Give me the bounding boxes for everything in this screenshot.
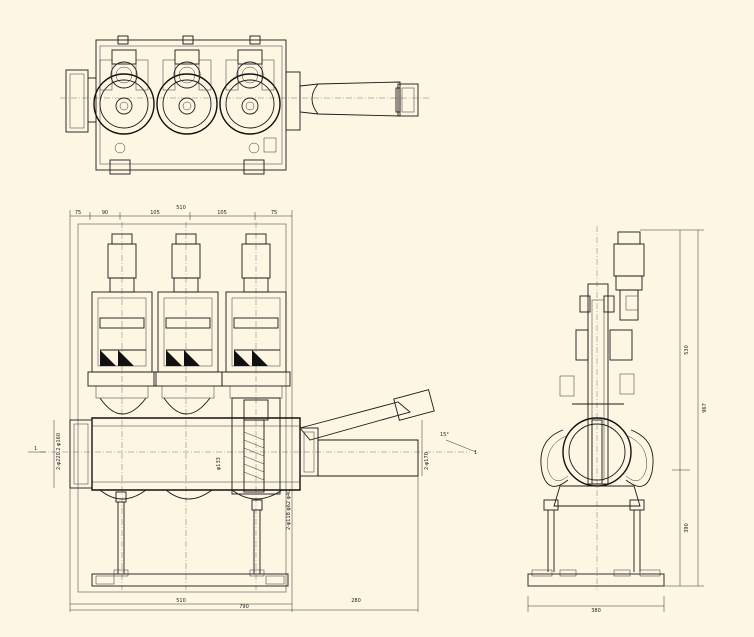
plan-unit-2 [156,49,218,135]
side-view [527,226,704,612]
dim-bottom-right: 280 [351,598,361,604]
dim-top-5: 75 [271,210,277,216]
dim-side-total: 967 [702,403,708,413]
front-unit-3 [221,233,291,399]
dim-side-lower: 390 [684,523,690,533]
front-unit-1 [87,233,157,399]
dim-top-total: 510 [176,205,186,211]
dim-top-1: 75 [75,210,81,216]
dim-lower-note: 2-φ118 φ62 φ40 [286,490,292,530]
side-dimension-labels: 530 967 390 380 [591,345,708,614]
plan-unit-1 [93,49,155,135]
front-unit-2 [153,233,223,399]
plan-unit-3 [219,49,281,135]
front-dimension-labels: 75 90 105 105 75 510 510 790 280 1 2-φ22… [34,205,477,610]
dim-right-mark: 1 [474,450,477,456]
front-view [28,210,477,612]
dim-angle: 15° [440,432,449,438]
dim-top-2: 90 [102,210,108,216]
dim-left-note: 2-φ220.2 φ160 [56,433,62,470]
dim-bottom-total: 790 [239,604,249,610]
dim-side-bottom: 380 [591,608,601,614]
dim-side-upper: 530 [684,345,690,355]
dim-top-3: 105 [150,210,160,216]
dim-left-mark: 1 [34,446,37,452]
dim-bottom-inner: 510 [176,598,186,604]
plan-view [60,35,430,175]
dim-right-note: 2-φ170 [424,452,430,470]
dim-center-note: φ133 [216,457,222,470]
dim-top-4: 105 [217,210,227,216]
